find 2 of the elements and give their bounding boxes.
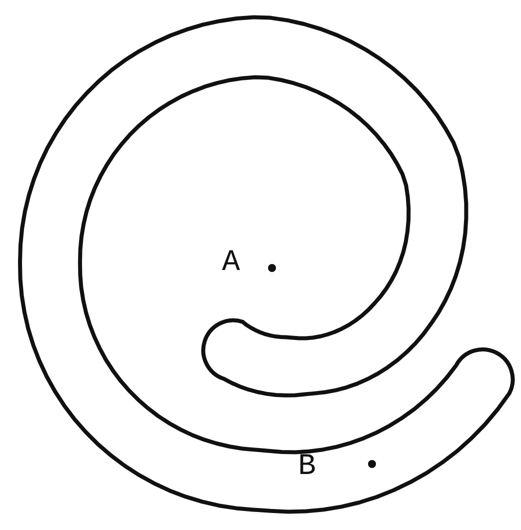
point-label: B xyxy=(298,452,316,482)
point-label: A xyxy=(222,248,240,278)
